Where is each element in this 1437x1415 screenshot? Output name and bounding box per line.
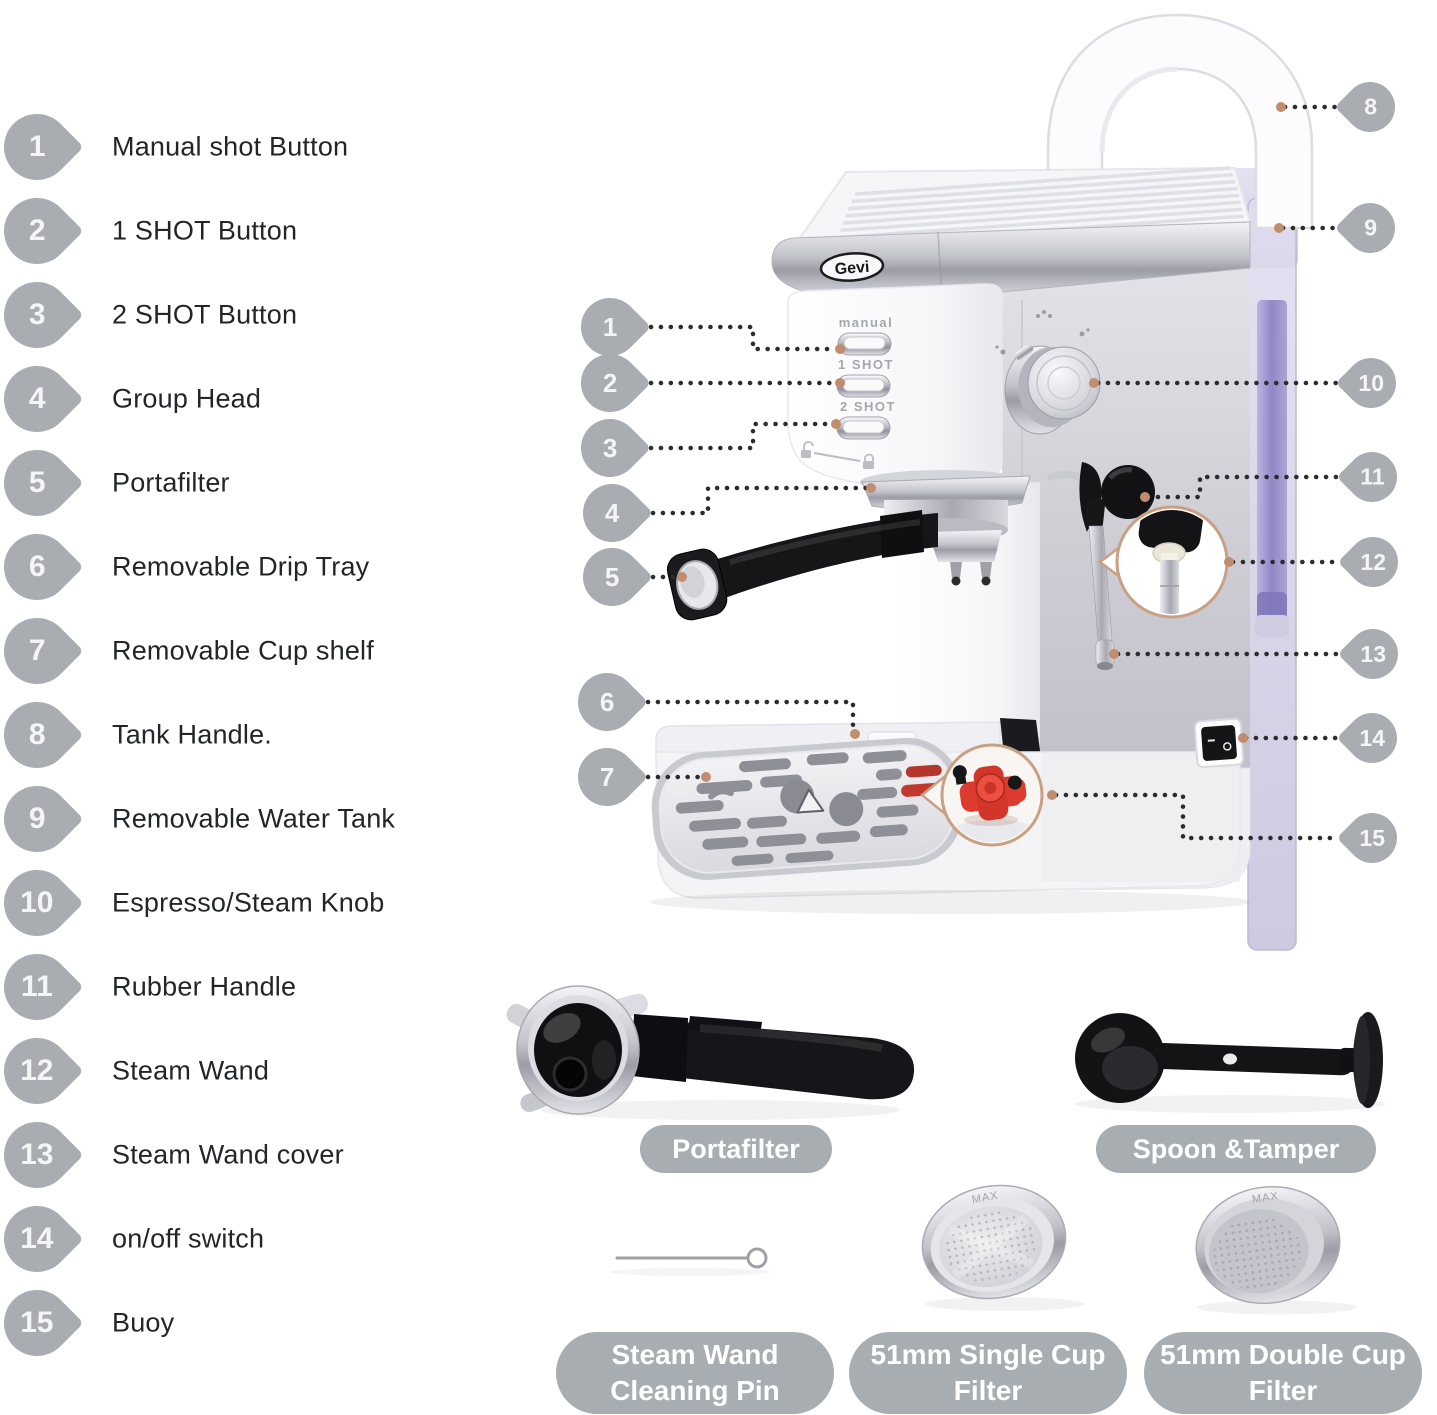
accessory-single-filter: MAX	[921, 1184, 1085, 1312]
callout-number: 7	[599, 762, 615, 792]
legend-number: 14	[20, 1222, 54, 1255]
one-shot-button-label: 1 SHOT	[838, 357, 894, 372]
gevi-logo: Gevi	[819, 252, 885, 282]
callout-number: 13	[1360, 640, 1386, 667]
callout-anchor-dots	[677, 102, 1286, 800]
legend-number: 11	[21, 970, 53, 1003]
legend-label-rubber-handle: Rubber Handle	[112, 971, 297, 1002]
legend-label-steam-wand: Steam Wand	[112, 1055, 270, 1086]
callout-dotted-lines	[645, 104, 1341, 841]
legend-label-manual-shot-button: Manual shot Button	[112, 131, 349, 162]
machine-lower-column	[898, 482, 1040, 764]
legend-label-steam-wand-cover: Steam Wand cover	[112, 1139, 344, 1170]
legend-label-tank-handle: Tank Handle.	[112, 719, 272, 750]
legend-label-portafilter: Portafilter	[112, 467, 230, 498]
legend-number: 13	[20, 1138, 54, 1171]
shot-buttons: manual 1 SHOT 2 SHOT	[836, 315, 896, 440]
buoy-indicator-slot	[905, 764, 942, 778]
legend-label-2-shot-button: 2 SHOT Button	[112, 299, 298, 330]
svg-text:Gevi: Gevi	[834, 259, 870, 278]
legend-label-buoy: Buoy	[112, 1307, 175, 1338]
one-shot-button[interactable]	[836, 374, 891, 398]
legend-number: 7	[28, 634, 46, 667]
legend-number: 12	[20, 1054, 54, 1087]
portafilter-handle[interactable]	[664, 510, 938, 623]
legend-number: 3	[28, 298, 46, 331]
legend-label-cup-shelf: Removable Cup shelf	[112, 635, 374, 666]
two-shot-button[interactable]	[836, 416, 891, 440]
legend-label-group-head: Group Head	[112, 383, 262, 414]
knob-pointer	[1015, 344, 1034, 361]
callout-number: 10	[1358, 369, 1384, 396]
legend-label-on-off-switch: on/off switch	[112, 1223, 265, 1254]
callout-number: 5	[604, 562, 620, 592]
legend-number: 2	[28, 214, 46, 247]
lock-icon	[864, 453, 874, 461]
steam-wand-cover	[1088, 525, 1113, 641]
power-switch[interactable]	[1193, 717, 1245, 769]
two-shot-button-label: 2 SHOT	[840, 399, 896, 414]
legend-number: 10	[20, 886, 54, 919]
callout-number: 1	[602, 312, 618, 342]
grate-slots	[675, 750, 919, 866]
legend-number: 1	[28, 130, 46, 163]
manual-shot-button[interactable]	[837, 332, 892, 356]
legend-number: 4	[28, 382, 46, 415]
legend-number: 15	[20, 1306, 54, 1339]
buoy-magnifier	[920, 743, 1044, 847]
lock-unlock-icons	[801, 441, 874, 469]
accessory-double-filter: MAX	[1195, 1185, 1357, 1315]
rubber-handle[interactable]	[1101, 465, 1155, 519]
caption-portafilter: Portafilter	[640, 1125, 832, 1173]
manual-button-label: manual	[839, 315, 894, 330]
callout-number: 15	[1359, 824, 1385, 851]
accessory-spoon-tamper	[1075, 1012, 1385, 1113]
legend-number: 6	[28, 550, 46, 583]
max-marking: MAX	[971, 1190, 1000, 1206]
accessory-portafilter	[506, 985, 915, 1120]
callout-number: 2	[602, 368, 618, 398]
callout-number: 3	[602, 433, 618, 463]
legend-label-drip-tray: Removable Drip Tray	[112, 551, 370, 582]
caption-cleaning-pin: Steam Wand Cleaning Pin	[556, 1332, 834, 1414]
legend-label-water-tank: Removable Water Tank	[112, 803, 396, 834]
callout-number: 6	[599, 687, 615, 717]
unlock-icon	[803, 441, 814, 450]
max-marking: MAX	[1251, 1190, 1279, 1206]
callout-number: 11	[1359, 463, 1385, 490]
caption-spoon-tamper: Spoon &Tamper	[1096, 1125, 1376, 1173]
legend-number: 9	[28, 802, 46, 835]
callout-number: 14	[1359, 724, 1385, 751]
caption-single-filter: 51mm Single Cup Filter	[849, 1332, 1127, 1414]
espresso-steam-knob[interactable]	[995, 310, 1101, 435]
legend-label-espresso-steam-knob: Espresso/Steam Knob	[112, 887, 385, 918]
callout-number: 4	[604, 498, 620, 528]
legend-number: 8	[28, 718, 46, 751]
steam-wand	[1046, 462, 1155, 670]
warning-triangle-icon	[796, 788, 825, 814]
callout-number: 9	[1363, 214, 1377, 241]
legend-number: 5	[28, 466, 46, 499]
knob-dial-icons	[995, 310, 1090, 355]
legend-label-1-shot-button: 1 SHOT Button	[112, 215, 298, 246]
cup-shelf-grate[interactable]	[648, 734, 966, 883]
tank-water-tube	[1257, 300, 1287, 615]
cup-warming-tray: Gevi	[771, 166, 1252, 301]
callout-number: 8	[1363, 93, 1377, 120]
buoy-part	[952, 765, 1027, 821]
portafilter-handle-cap	[666, 548, 728, 621]
portafilter-cup	[928, 530, 1002, 562]
caption-double-filter: 51mm Double Cup Filter	[1144, 1332, 1422, 1414]
accessory-cleaning-pin	[610, 1247, 770, 1276]
callout-number: 12	[1360, 548, 1386, 575]
